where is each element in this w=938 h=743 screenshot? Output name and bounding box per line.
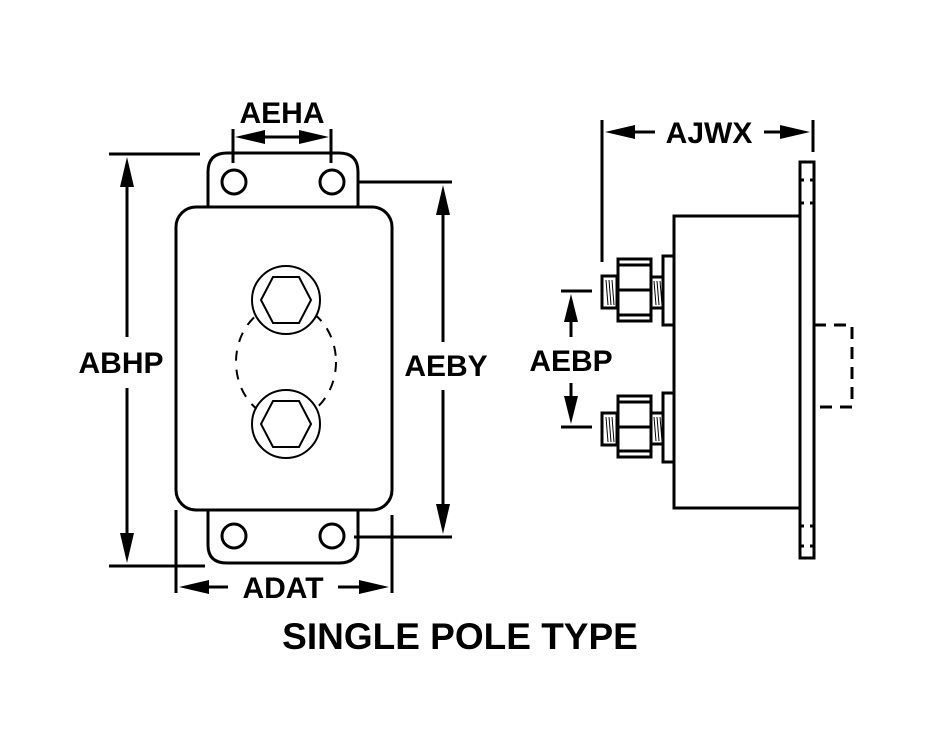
top-right-mounting-hole bbox=[318, 168, 346, 196]
dimension-label-aebp: AEBP bbox=[529, 345, 612, 378]
dimension-label-abhp: ABHP bbox=[78, 347, 163, 380]
switch-body bbox=[174, 205, 394, 512]
lower-terminal-hex-nut bbox=[259, 400, 313, 448]
dimension-aebp: AEBP bbox=[529, 289, 613, 429]
dimension-aeby: AEBY bbox=[354, 180, 488, 539]
drawing-caption: SINGLE POLE TYPE bbox=[282, 616, 638, 657]
side-body bbox=[672, 214, 802, 510]
bottom-left-mounting-hole bbox=[220, 522, 248, 550]
dimension-adat: ADAT bbox=[174, 510, 394, 605]
top-left-mounting-hole bbox=[220, 168, 248, 196]
mounting-flange bbox=[798, 160, 816, 560]
flange-hole-hidden-lines bbox=[800, 178, 814, 548]
top-mounting-tab bbox=[206, 151, 360, 207]
upper-terminal-hex-nut bbox=[259, 276, 313, 324]
dimension-label-adat: ADAT bbox=[242, 572, 323, 605]
dimension-label-ajwx: AJWX bbox=[666, 117, 753, 150]
front-view: AEHA ABHP AEBY bbox=[78, 97, 487, 605]
dimension-aeha: AEHA bbox=[231, 97, 333, 163]
dimension-abhp: ABHP bbox=[78, 152, 205, 568]
bottom-right-mounting-hole bbox=[318, 522, 346, 550]
lower-side-terminal bbox=[600, 391, 676, 464]
side-view: AJWX AEBP bbox=[529, 117, 854, 560]
dimension-ajwx: AJWX bbox=[600, 117, 815, 262]
upper-side-terminal bbox=[600, 254, 676, 327]
rear-actuator-dashed bbox=[814, 323, 854, 409]
bottom-mounting-tab bbox=[206, 510, 360, 565]
dimension-label-aeby: AEBY bbox=[404, 350, 487, 383]
dimension-label-aeha: AEHA bbox=[239, 97, 324, 130]
